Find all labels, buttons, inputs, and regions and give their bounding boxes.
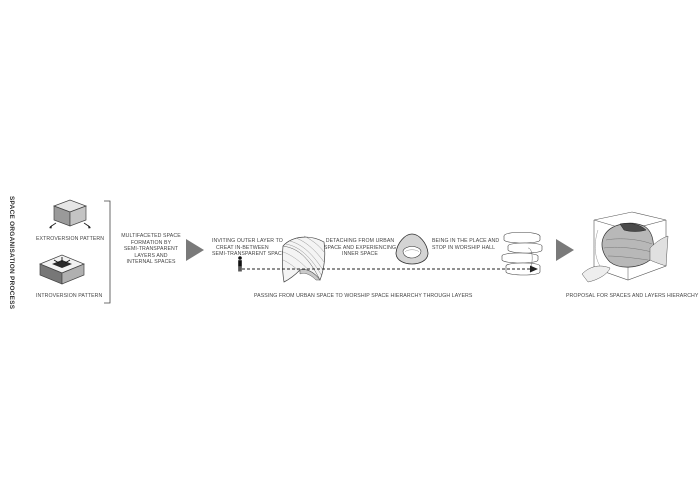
process-arrow-icon — [186, 239, 204, 261]
step-line: DETACHING FROM URBAN — [325, 238, 395, 244]
proposal-label: PROPOSAL FOR SPACES AND LAYERS HIERARCHY — [566, 293, 699, 299]
multifaceted-line: MULTIFACETED SPACE — [121, 233, 181, 239]
proposal-icon — [581, 211, 669, 283]
process-title: SPACE ORGANISATION PROCESS — [8, 196, 15, 310]
step-line: INNER SPACE — [342, 251, 378, 258]
shell-layer-icon — [281, 235, 326, 283]
step-line: STOP IN WORSHIP HALL — [432, 244, 496, 251]
step-line: SEMI-TRANSPARENT SPACE — [212, 251, 286, 258]
step-line: INVITING OUTER LAYER TO — [212, 238, 283, 244]
step-inviting-description: INVITING OUTER LAYER TO CREAT IN-BETWEEN… — [212, 238, 292, 258]
step-line: CREAT IN-BETWEEN — [216, 244, 269, 251]
grouping-bracket — [104, 200, 111, 304]
step-line: BEING IN THE PLACE AND — [432, 238, 500, 244]
step-being-description: BEING IN THE PLACE AND STOP IN WORSHIP H… — [432, 238, 516, 251]
extroversion-label: EXTROVERSION PATTERN — [36, 236, 105, 242]
multifaceted-line: SEMI-TRANSPARENT — [123, 246, 179, 253]
extroversion-cube-icon — [49, 199, 91, 229]
process-arrow-icon — [556, 239, 574, 261]
step-line: SPACE AND EXPERIENCING — [323, 244, 397, 251]
introversion-label: INTROVERSION PATTERN — [36, 293, 103, 299]
inner-space-icon — [395, 233, 429, 265]
worship-hall-icon — [501, 231, 543, 276]
introversion-box-icon — [39, 254, 85, 285]
multifaceted-line: INTERNAL SPACES — [126, 259, 176, 266]
multifaceted-description: MULTIFACETED SPACE FORMATION BY SEMI-TRA… — [118, 233, 184, 266]
path-dashed-arrow — [242, 265, 538, 273]
step-detaching-description: DETACHING FROM URBAN SPACE AND EXPERIENC… — [318, 238, 402, 258]
path-label: PASSING FROM URBAN SPACE TO WORSHIP SPAC… — [254, 293, 473, 299]
multifaceted-line: FORMATION BY — [130, 239, 172, 246]
multifaceted-line: LAYERS AND — [134, 252, 168, 259]
person-icon — [238, 256, 242, 272]
